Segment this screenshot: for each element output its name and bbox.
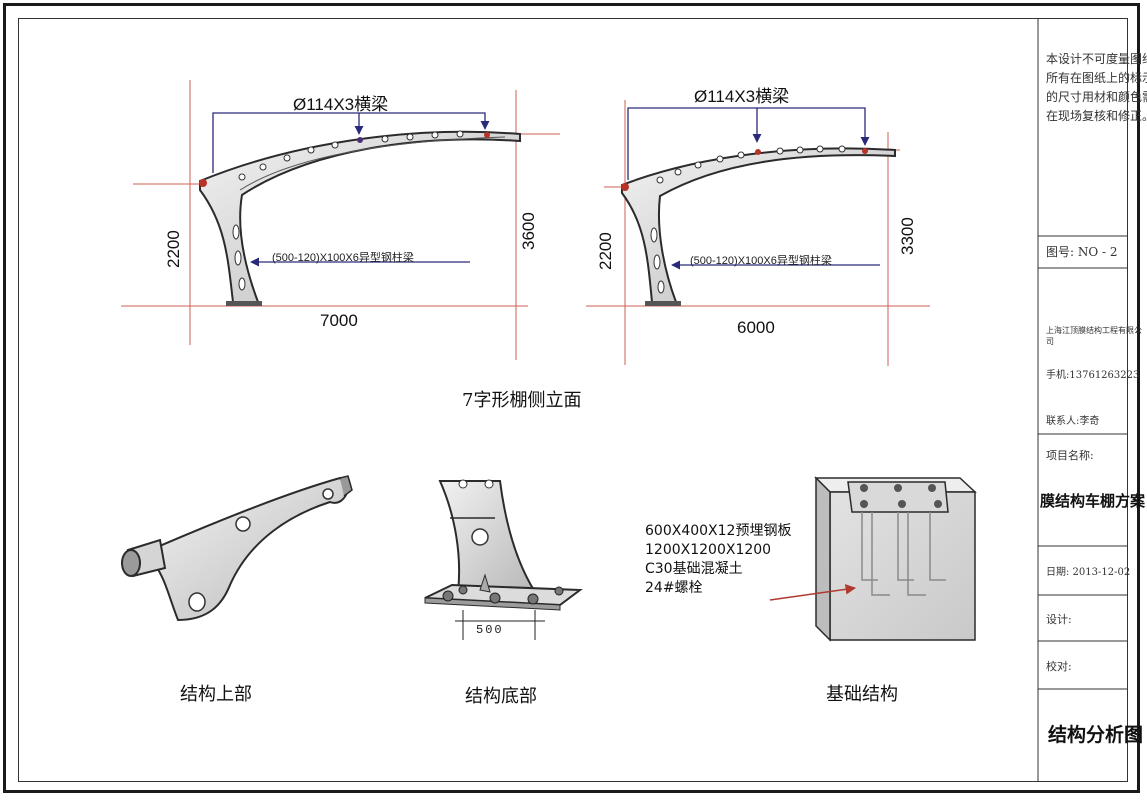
- note-line: 本设计不可度量图纸。: [1046, 52, 1147, 66]
- right-height-left: 2200: [596, 232, 615, 270]
- right-elevation: [586, 100, 930, 366]
- company-name: 上海江顶膜结构工程有限公司: [1046, 326, 1142, 346]
- foundation-line: 1200X1200X1200: [645, 542, 772, 558]
- drawing-border: [18, 18, 1128, 782]
- left-height-left: 2200: [164, 230, 183, 268]
- note-line: 在现场复核和修正。: [1046, 109, 1147, 123]
- foundation-line: 600X400X12预埋钢板: [645, 523, 792, 539]
- left-column-label: (500-120)X100X6异型钢柱梁: [272, 252, 414, 264]
- elevation-caption: 7字形棚侧立面: [462, 390, 582, 411]
- foundation-caption: 基础结构: [826, 684, 898, 705]
- detail-structure-top: [121, 475, 353, 622]
- top-detail-caption: 结构上部: [180, 684, 252, 705]
- right-span: 6000: [737, 318, 775, 337]
- detail-foundation: [769, 476, 977, 642]
- left-beam-label: Ø114X3横梁: [293, 95, 389, 114]
- design-notes: 本设计不可度量图纸。 所有在图纸上的标示 的尺寸用材和颜色需 在现场复核和修正。: [1046, 50, 1147, 126]
- company-phone: 手机:13761263223: [1046, 370, 1140, 381]
- right-column-label: (500-120)X100X6异型钢柱梁: [690, 255, 832, 267]
- base-detail-caption: 结构底部: [465, 686, 537, 707]
- drawing-title: 结构分析图: [1048, 724, 1144, 746]
- drawing-number: 图号: NO - 2: [1046, 245, 1118, 259]
- detail-structure-base: [424, 479, 583, 640]
- foundation-line: C30基础混凝土: [645, 561, 743, 577]
- foundation-line: 24#螺栓: [645, 580, 703, 596]
- left-elevation: [121, 80, 560, 360]
- base-dimension: 500: [476, 623, 504, 637]
- company-contact: 联系人:李奇: [1046, 416, 1100, 427]
- designer: 设计:: [1046, 613, 1072, 626]
- foundation-notes: 600X400X12预埋钢板 1200X1200X1200 C30基础混凝土 2…: [645, 522, 791, 598]
- project-name: 膜结构车棚方案: [1040, 492, 1146, 510]
- outer-frame: [3, 3, 1140, 793]
- date: 日期: 2013-12-02: [1046, 567, 1131, 578]
- title-block-lines: [1037, 19, 1128, 781]
- project-name-label: 项目名称:: [1046, 449, 1094, 462]
- right-beam-label: Ø114X3横梁: [694, 87, 790, 106]
- left-height-right: 3600: [519, 212, 538, 250]
- checker: 校对:: [1046, 660, 1072, 673]
- left-span: 7000: [320, 311, 358, 330]
- note-line: 所有在图纸上的标示: [1046, 71, 1147, 85]
- right-height-right: 3300: [898, 217, 917, 255]
- note-line: 的尺寸用材和颜色需: [1046, 90, 1147, 104]
